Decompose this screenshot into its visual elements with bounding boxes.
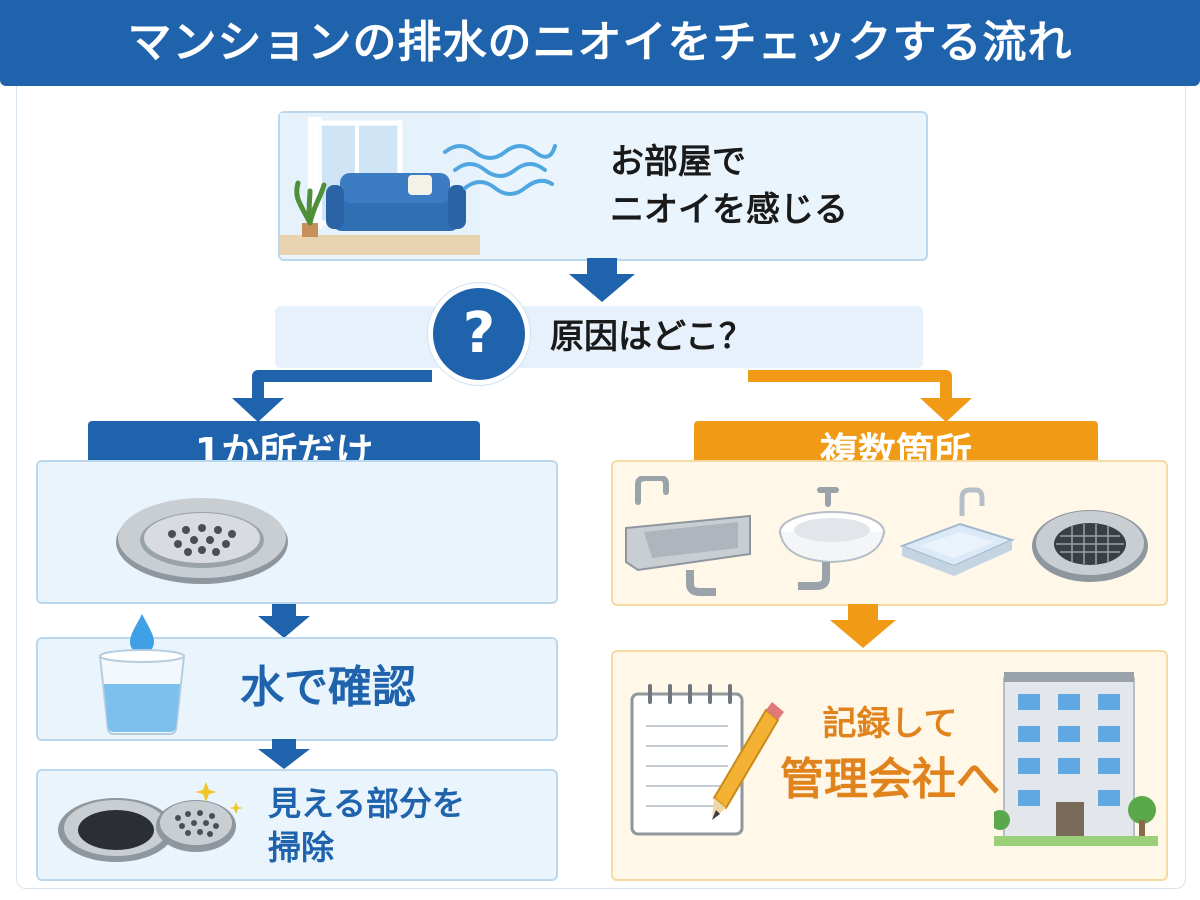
floor-drain-icon	[1032, 510, 1148, 582]
content-frame	[16, 86, 1186, 889]
bath-sink-icon	[899, 487, 1015, 576]
question-mark-icon: ?	[428, 283, 530, 385]
wash-basin-icon	[779, 487, 885, 590]
page-title: マンションの排水のニオイをチェックする流れ	[127, 17, 1073, 68]
step-notice-line2: ニオイを感じる	[610, 190, 848, 230]
notepad-pencil-icon	[626, 680, 786, 840]
clean-visible-line2: 掃除	[268, 828, 334, 867]
question-box	[275, 306, 923, 368]
drain-cover-icon	[112, 490, 292, 586]
arrow-down-icon	[830, 604, 896, 648]
drain-parts-icon	[56, 778, 246, 870]
apartment-building-icon	[994, 670, 1158, 850]
report-line2: 管理会社へ	[780, 754, 1000, 805]
arrow-down-icon	[569, 258, 635, 302]
water-glass-icon	[92, 612, 192, 736]
question-text: 原因はどこ？	[550, 317, 753, 357]
clean-visible-line1: 見える部分を	[268, 784, 466, 823]
water-check-text: 水で確認	[240, 662, 416, 713]
step-notice-text: お部屋で ニオイを感じる	[610, 138, 910, 234]
fixtures-illustration	[620, 476, 1160, 600]
branch-connectors	[0, 360, 1200, 430]
room-illustration	[280, 113, 480, 255]
arrow-down-icon	[258, 604, 310, 638]
report-line1: 記録して	[822, 704, 958, 744]
kitchen-sink-icon	[625, 476, 751, 596]
clean-visible-text: 見える部分を 掃除	[268, 782, 465, 870]
report-text: 記録して 管理会社へ	[770, 700, 1010, 812]
smell-waves-icon	[440, 130, 560, 200]
title-banner: マンションの排水のニオイをチェックする流れ	[0, 0, 1200, 86]
step-notice-line1: お部屋で	[610, 142, 746, 182]
arrow-down-icon	[258, 739, 310, 769]
